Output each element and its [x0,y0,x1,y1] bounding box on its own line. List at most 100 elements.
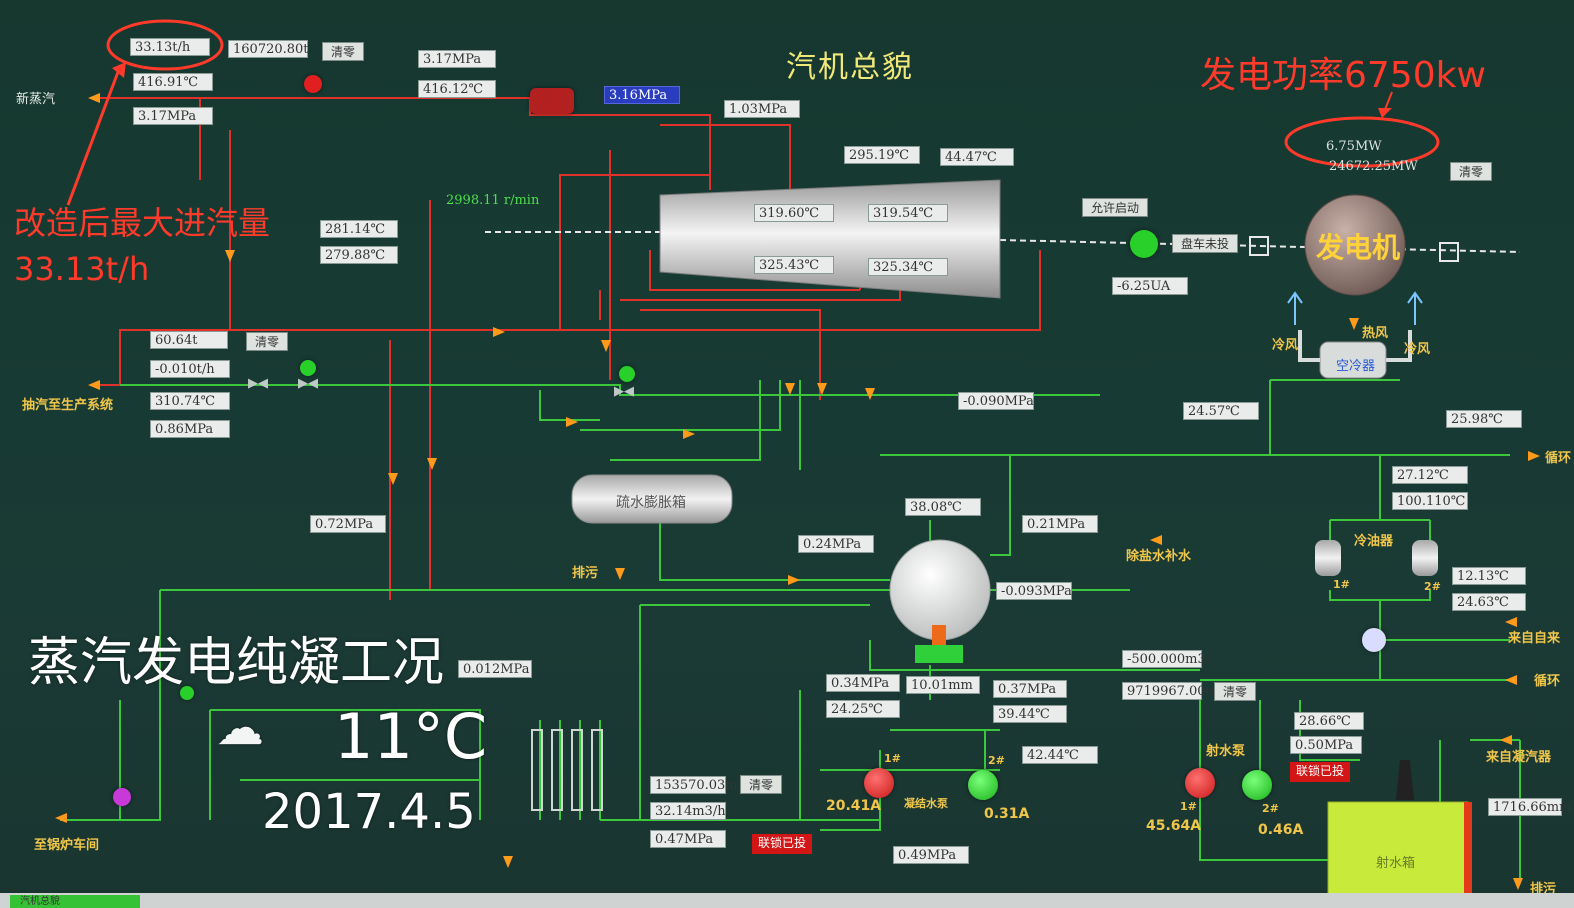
steam-total-value: 160720.80t [228,40,309,58]
main-press-value: 3.17MPa [418,50,496,68]
temp-1213-value: 12.13℃ [1452,567,1526,585]
level-1001-value: 10.01mm [906,676,980,694]
turbine-casing [659,179,1001,299]
temp-3944-value: 39.44℃ [993,705,1067,723]
jet-pump-2[interactable] [1242,770,1272,800]
condensate-pump-2-current: 0.31A [984,806,1030,822]
oil-cooler-label: 冷油器 [1354,534,1394,549]
steam-press-value: 3.17MPa [133,107,213,125]
reset-steam-total-button[interactable]: 清零 [322,42,365,61]
demin-water-label: 除盐水补水 [1126,549,1192,564]
air-cooler-label: 空冷器 [1336,359,1376,374]
press-021-value: 0.21MPa [1022,515,1098,533]
circulation-label-1: 循环 [1545,451,1572,466]
jet-pump-1-tag: 1# [1180,800,1197,813]
reset-energy-button[interactable]: 清零 [1450,162,1493,181]
allow-start-button[interactable]: 允许启动 [1082,198,1149,217]
rpm-value: 2998.11 r/min [446,193,540,208]
bottom-tab-bar [0,893,1574,908]
cloud-icon: ☁ [216,700,264,756]
drain-tank-label: 疏水膨胀箱 [616,495,686,511]
overlay-date: 2017.4.5 [262,784,476,840]
jet-pump-2-tag: 2# [1262,802,1279,815]
condensate-pump-2[interactable] [968,770,998,800]
cold-air-left-label: 冷风 [1272,338,1299,353]
generator-label: 发电机 [1316,231,1401,264]
page-title: 汽机总貌 [786,50,914,85]
condensate-pump-1-tag: 1# [884,752,901,765]
hot-air-label: 热风 [1362,326,1389,341]
press-072-value: 0.72MPa [310,515,386,533]
from-condenser-label: 来自凝汽器 [1486,750,1552,765]
condensate-pump-1-current: 20.41A [826,798,882,814]
extraction-valve-icon[interactable]: ▶◀ [248,376,268,391]
flow-3214-value: 32.14m3/h [650,802,726,820]
power-annotation: 发电功率6750kw [1200,55,1486,96]
flow-meter-icon [1362,628,1386,652]
condensate-interlock-button[interactable]: 联锁已投 [752,834,813,854]
to-boiler-label: 至锅炉车间 [34,838,100,853]
press-0012-value: 0.012MPa [458,660,532,678]
press-037-value: 0.37MPa [993,680,1067,698]
tab-3[interactable] [250,895,380,908]
temp-27988-value: 279.88℃ [320,246,398,264]
turbine-temp-4: 325.34℃ [868,258,948,276]
drain-valve-icon[interactable]: ▶◀ [614,384,634,399]
extraction-press-value: 0.86MPa [150,420,230,438]
jet-pump-1[interactable] [1185,768,1215,798]
temp-29519-value: 295.19℃ [844,146,920,164]
temp-2866-value: 28.66℃ [1294,712,1364,730]
generator-current-value: -6.25UA [1112,277,1188,295]
drain-valve-indicator [619,366,635,382]
temp-2712-value: 27.12℃ [1392,466,1468,484]
tank-level-value: 1716.66mm [1488,798,1571,816]
jet-pump-interlock-button[interactable]: 联锁已投 [1290,762,1351,782]
steam-flow-value: 33.13t/h [130,38,210,56]
extraction-valve-indicator [300,360,316,376]
governor-valve-icon[interactable] [530,88,574,114]
drain-label: 排污 [572,566,599,581]
max-steam-annotation-line1: 改造后最大进汽量 [14,204,271,242]
press-024-value: 0.24MPa [798,535,874,553]
boiler-valve-indicator[interactable] [113,788,131,806]
extraction-check-valve-icon[interactable]: ▶◀ [298,376,318,391]
generator-energy-value: 24672.25MW [1329,159,1418,174]
drain-tank-shape [571,474,733,524]
press-0090-value: -0.090MPa [958,392,1034,410]
extraction-to-production-label: 抽汽至生产系统 [22,398,114,413]
total-153570-value: 153570.03m [650,776,738,794]
turning-gear-indicator[interactable] [1130,230,1158,258]
flow-m3h-value: -500.000m3/ [1122,650,1210,668]
inlet-press-value: 3.16MPa [604,86,680,104]
generator-shape [1304,194,1406,296]
cold-air-right-label: 冷风 [1404,342,1431,357]
temp-100110-value: 100.110℃ [1392,492,1468,510]
reset-extraction-button[interactable]: 清零 [246,332,289,351]
condensate-pump-2-tag: 2# [988,754,1005,767]
generator-power-value: 6.75MW [1326,139,1382,154]
press-049-value: 0.49MPa [893,846,969,864]
overlay-temperature: 11°C [334,700,488,773]
temp-2425-value: 24.25℃ [826,700,900,718]
extraction-flow-value: -0.010t/h [150,360,230,378]
annotation-circle-power [1284,116,1440,168]
press-0093-value: -0.093MPa [996,582,1072,600]
new-steam-label: 新蒸汽 [16,92,56,107]
main-stop-valve-indicator[interactable] [304,75,322,93]
reset-circulation-button[interactable]: 清零 [1214,682,1257,701]
turbine-temp-2: 319.54℃ [868,204,948,222]
press-103-value: 1.03MPa [724,100,800,118]
annotation-circle-steam [106,19,224,71]
temp-2457-value: 24.57℃ [1183,402,1259,420]
from-tap-water-label: 来自自来 [1508,631,1561,646]
steam-temp-value: 416.91℃ [133,73,213,91]
turbine-temp-1: 319.60℃ [754,204,834,222]
extraction-temp-value: 310.74℃ [150,392,230,410]
condensate-pump-1[interactable] [864,768,894,798]
tab-2[interactable] [130,895,260,908]
gland-valve-indicator [180,686,194,700]
tab-overview[interactable]: 汽机总貌 [10,895,140,908]
reset-condensate-button[interactable]: 清零 [740,775,783,794]
total-9719-value: 9719967.00m [1122,682,1218,700]
